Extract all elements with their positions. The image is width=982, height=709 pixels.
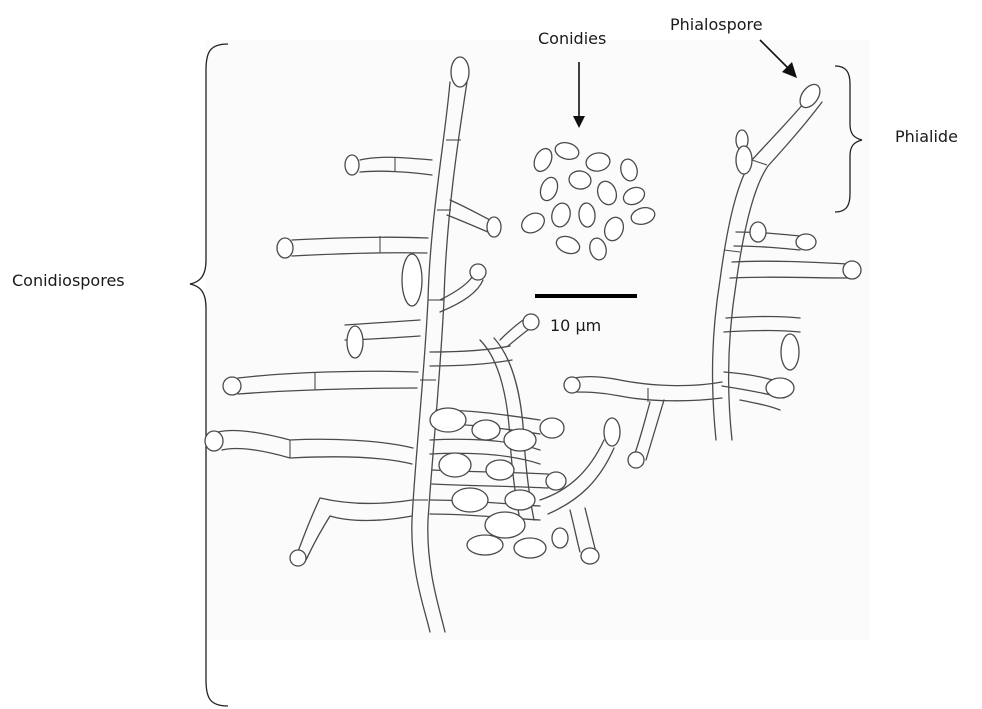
left-apex-phialospore xyxy=(451,57,469,87)
label-scale: 10 µm xyxy=(550,316,601,335)
label-conidiospores: Conidiospores xyxy=(12,271,125,290)
label-conidies: Conidies xyxy=(538,29,606,48)
label-phialospore: Phialospore xyxy=(670,15,763,34)
label-phialide: Phialide xyxy=(895,127,958,146)
